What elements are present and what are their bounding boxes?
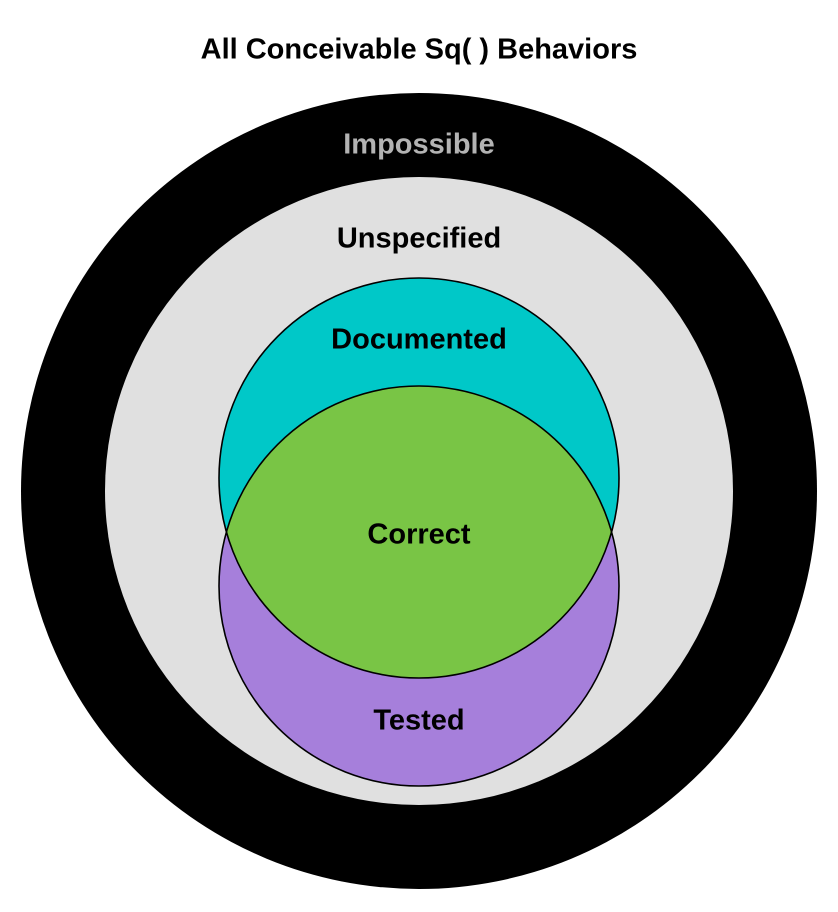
documented-outline [218,277,620,679]
tested-outline [218,385,620,787]
diagram-title: All Conceivable Sq( ) Behaviors [201,34,638,66]
correct-label: Correct [367,519,470,551]
impossible-label: Impossible [343,129,495,161]
tested-label: Tested [373,705,464,737]
unspecified-label: Unspecified [337,223,501,255]
documented-label: Documented [331,324,507,356]
correct-region [219,386,619,678]
